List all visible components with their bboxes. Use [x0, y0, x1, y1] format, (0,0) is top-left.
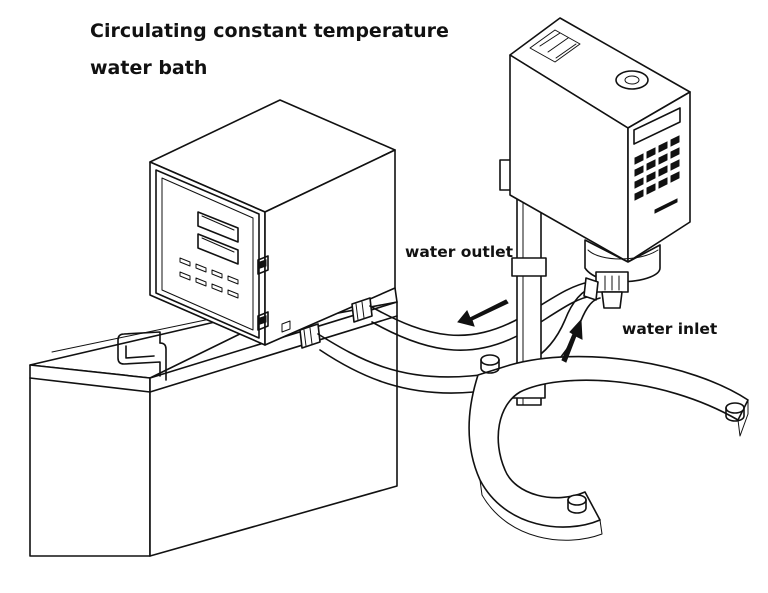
diagram-title-line-1: Circulating constant temperature	[90, 20, 449, 42]
viscometer-display	[633, 107, 681, 145]
bath-controller	[149, 99, 396, 346]
diagram-title-line-2: water bath	[90, 57, 208, 79]
hoses	[317, 281, 601, 394]
viscometer-head	[509, 17, 691, 309]
power-switch-upper	[257, 255, 269, 275]
water-inlet-label: water inlet	[622, 320, 718, 338]
display-window-lower	[197, 233, 239, 265]
water-inlet-arrow	[561, 318, 583, 363]
display-window-upper	[197, 211, 239, 243]
bath-hose-fittings	[299, 297, 373, 349]
flow-arrows	[457, 299, 583, 363]
water-outlet-label: water outlet	[405, 243, 514, 261]
bath-tank	[29, 287, 398, 557]
top-dial	[615, 70, 649, 90]
power-switch-lower	[257, 311, 269, 331]
water-outlet-arrow	[457, 299, 509, 327]
